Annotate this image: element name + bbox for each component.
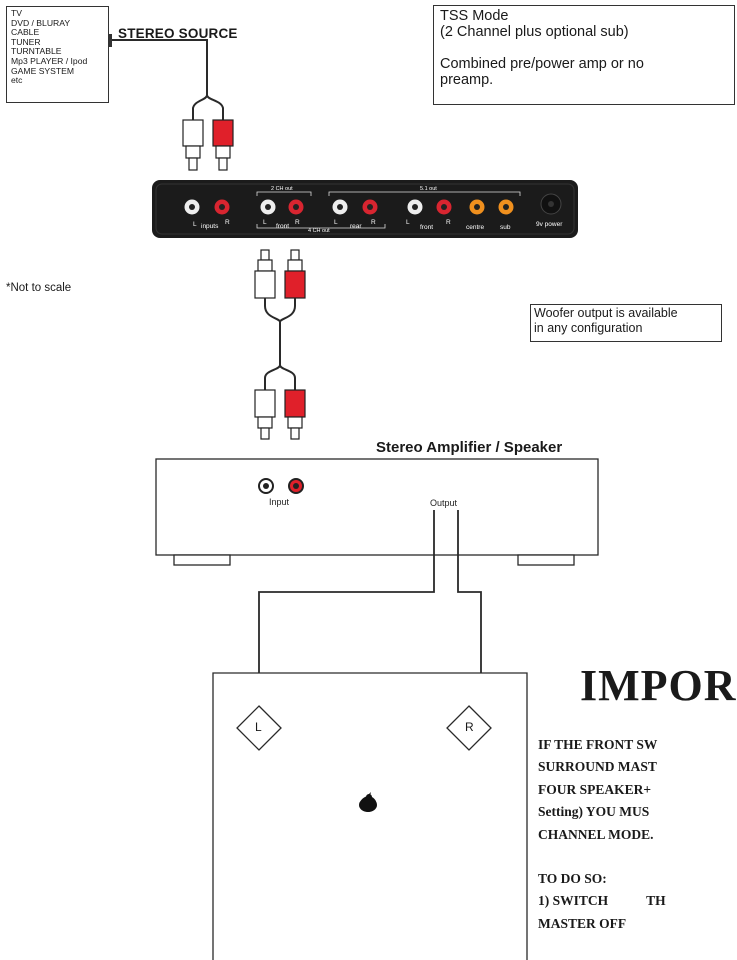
device-label-L: L — [406, 219, 410, 226]
tss-line: TSS Mode — [440, 8, 509, 24]
tss-line: Combined pre/power amp or no — [440, 56, 644, 72]
amplifier-title: Stereo Amplifier / Speaker — [376, 439, 563, 456]
jack-51-front-R — [436, 199, 452, 215]
source-jack — [108, 34, 112, 47]
y-split-cable — [192, 94, 224, 120]
device-label-R: R — [295, 219, 300, 226]
source-item: TURNTABLE — [11, 46, 62, 57]
amp-jack-L — [258, 478, 274, 494]
rca-plug-white-top — [182, 119, 204, 171]
terminal-right — [446, 705, 492, 751]
important-step1-end: MASTER OFF — [538, 915, 627, 931]
speaker-wire-right — [457, 510, 482, 705]
important-line: FOUR SPEAKER+ — [538, 781, 652, 797]
power-jack — [540, 193, 562, 215]
device-label-inputs: inputs — [201, 223, 219, 230]
tss-device — [152, 180, 578, 238]
device-label-R: R — [225, 219, 230, 226]
device-label-R: R — [446, 219, 451, 226]
device-label-L: L — [193, 221, 197, 228]
terminal-left — [236, 705, 282, 751]
rca-plug-red-top — [212, 119, 234, 171]
speaker-wire-left — [258, 510, 435, 705]
important-line: SURROUND MAST — [538, 759, 657, 775]
source-item: GAME SYSTEM — [11, 65, 75, 76]
amp-input-label: Input — [269, 497, 290, 507]
source-list-box: TV DVD / BLURAY CABLE TUNER TURNTABLE Mp… — [6, 6, 109, 103]
jack-input-L — [184, 199, 200, 215]
rca-plug-red-bottom — [284, 389, 306, 440]
important-step1: 1) SWITCH — [538, 893, 609, 909]
output-cable — [264, 298, 296, 390]
device-label-centre: centre — [466, 224, 485, 231]
device-label-L: L — [334, 219, 338, 226]
rca-plug-white-bottom — [254, 389, 276, 440]
amp-output-label: Output — [430, 498, 458, 508]
device-label-front: front — [276, 223, 290, 230]
device-label-power: 9v power — [536, 221, 563, 228]
important-body: IF THE FRONT SW SURROUND MAST FOUR SPEAK… — [538, 734, 737, 935]
device-label-R: R — [371, 219, 376, 226]
jack-centre — [469, 199, 485, 215]
jack-51-front-L — [407, 199, 423, 215]
source-item: etc — [11, 75, 23, 86]
device-label-51: 5.1 out — [420, 186, 437, 192]
source-item: DVD / BLURAY — [11, 17, 71, 28]
jack-front-R — [288, 199, 304, 215]
speaker-terminal-right-label: R — [465, 720, 474, 734]
jack-sub — [498, 199, 514, 215]
device-label-L: L — [263, 219, 267, 226]
scale-note: *Not to scale — [6, 282, 72, 294]
source-item: TUNER — [11, 36, 41, 47]
speaker-cabinet — [212, 672, 528, 960]
jack-front-L — [260, 199, 276, 215]
important-line: IF THE FRONT SW — [538, 737, 658, 752]
device-label-front: front — [420, 224, 434, 231]
woofer-line: Woofer output is available — [534, 306, 678, 320]
important-todo: TO DO SO: — [538, 871, 607, 887]
rca-plug-white-mid-top — [254, 249, 276, 299]
important-line: Setting) YOU MUS — [538, 804, 650, 820]
device-label-sub: sub — [500, 224, 511, 231]
amplifier-box — [155, 458, 599, 566]
important-title: IMPOR — [580, 661, 737, 710]
jack-input-R — [214, 199, 230, 215]
speaker-terminal-left-label: L — [255, 720, 262, 734]
source-item: Mp3 PLAYER / Ipod — [11, 55, 88, 66]
rca-plug-red-mid-top — [284, 249, 306, 299]
source-cable — [110, 39, 208, 95]
tss-line: (2 Channel plus optional sub) — [440, 24, 629, 40]
device-label-4ch: 4 CH out — [308, 228, 330, 234]
device-label-2ch: 2 CH out — [271, 186, 293, 192]
amp-jack-R — [288, 478, 304, 494]
important-line: CHANNEL MODE. — [538, 826, 654, 842]
important-step1-cont: TH — [646, 893, 666, 909]
jack-rear-R — [362, 199, 378, 215]
device-label-rear: rear — [350, 223, 362, 230]
woofer-note-box: Woofer output is available in any config… — [530, 304, 722, 342]
jack-rear-L — [332, 199, 348, 215]
woofer-line: in any configuration — [534, 320, 643, 335]
source-item: CABLE — [11, 27, 40, 38]
tss-line: preamp. — [440, 72, 494, 88]
source-item: TV — [11, 8, 22, 18]
stereo-source-title: STEREO SOURCE — [118, 26, 238, 41]
tss-mode-box: TSS Mode (2 Channel plus optional sub) C… — [433, 5, 735, 105]
